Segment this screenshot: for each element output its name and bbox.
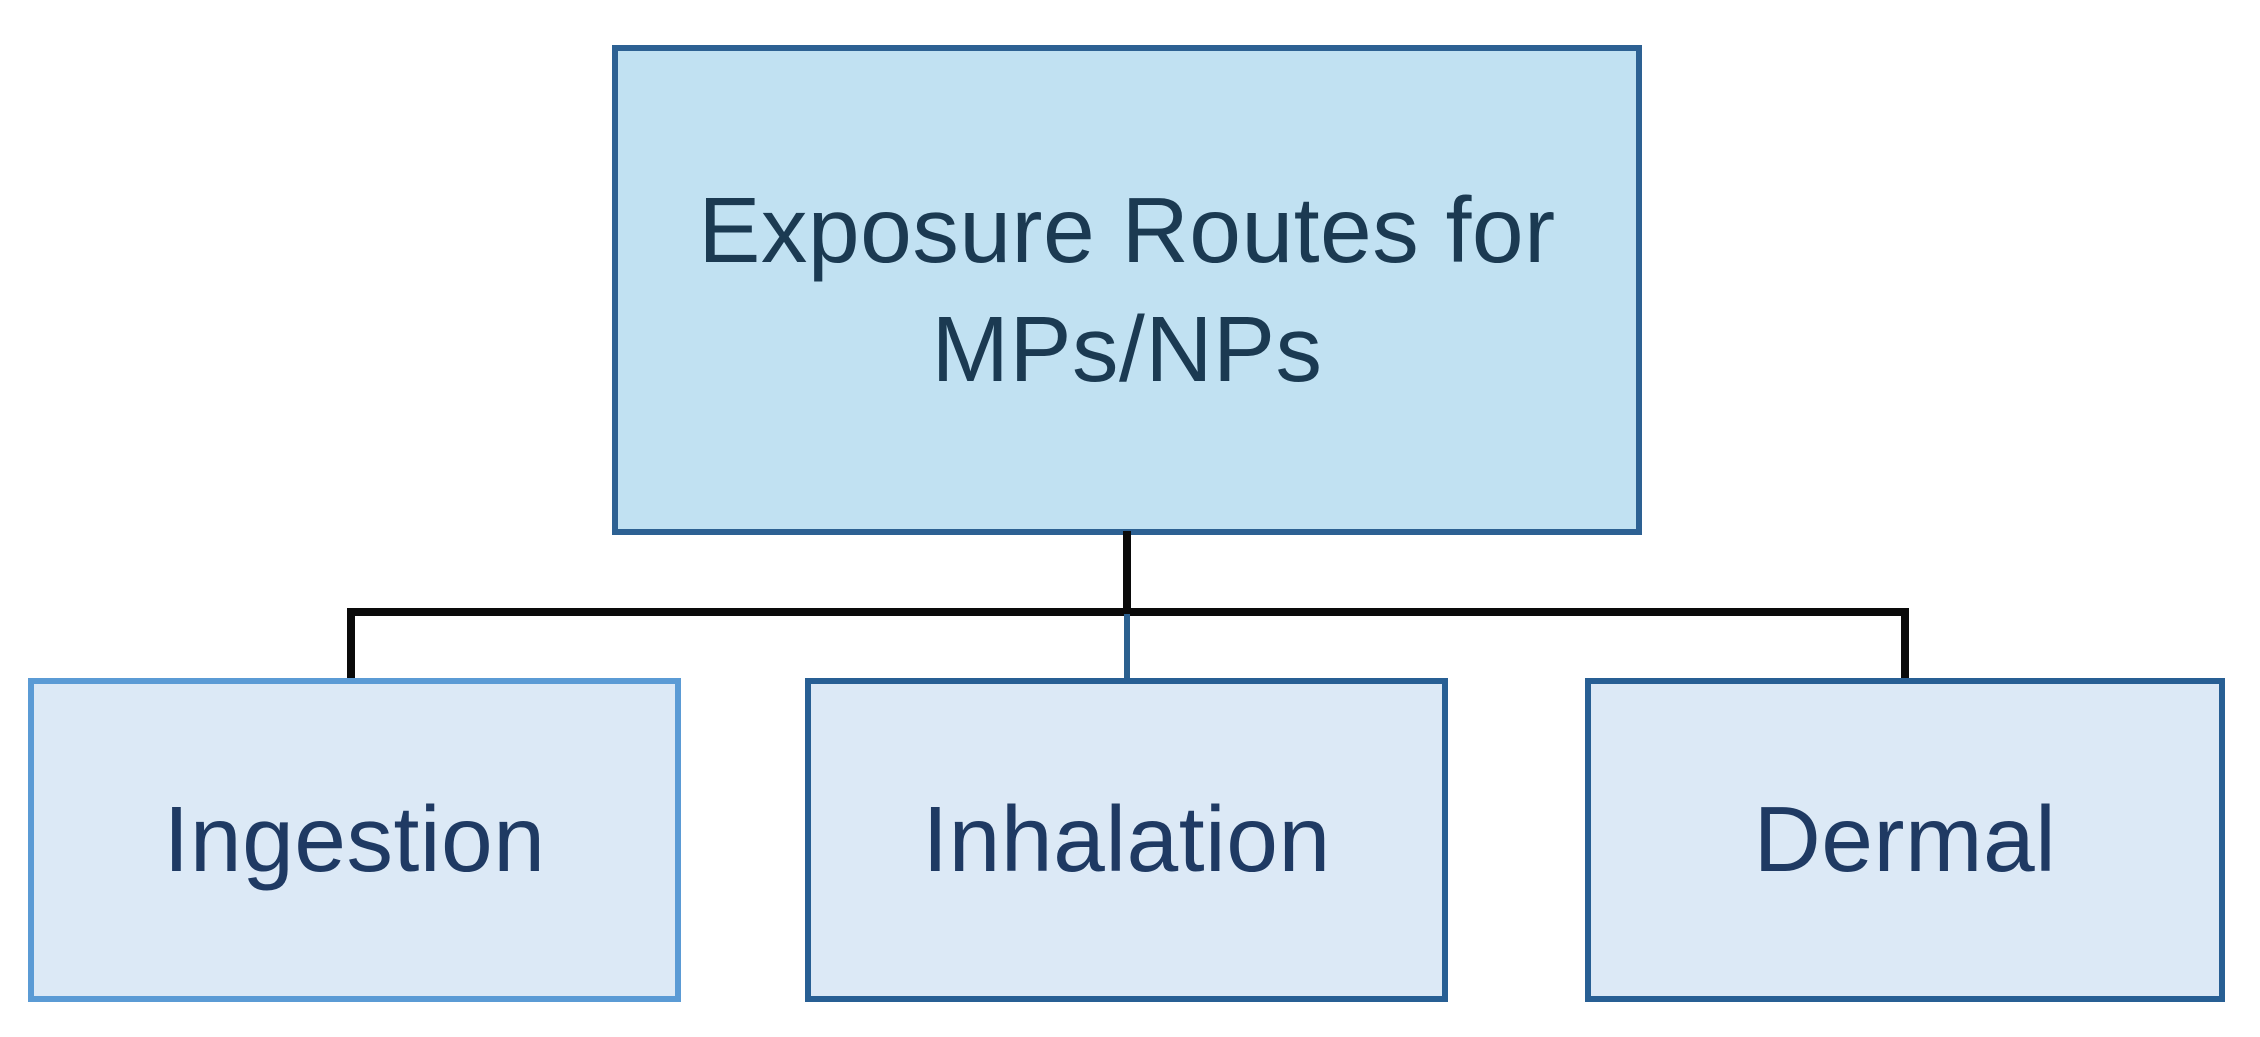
connector-stem (1123, 531, 1131, 616)
connector-horizontal-bar (348, 608, 1908, 616)
node-dermal-label: Dermal (1753, 787, 2057, 892)
node-inhalation: Inhalation (805, 678, 1448, 1002)
connector-drop-inhalation (1124, 614, 1130, 680)
node-inhalation-label: Inhalation (922, 787, 1331, 892)
node-dermal: Dermal (1585, 678, 2225, 1002)
connector-drop-dermal (1901, 608, 1909, 680)
node-exposure-routes-label: Exposure Routes for MPs/NPs (698, 177, 1556, 401)
node-ingestion: Ingestion (28, 678, 681, 1002)
connector-drop-ingestion (347, 608, 355, 680)
node-ingestion-label: Ingestion (163, 787, 546, 892)
node-exposure-routes: Exposure Routes for MPs/NPs (612, 45, 1642, 535)
